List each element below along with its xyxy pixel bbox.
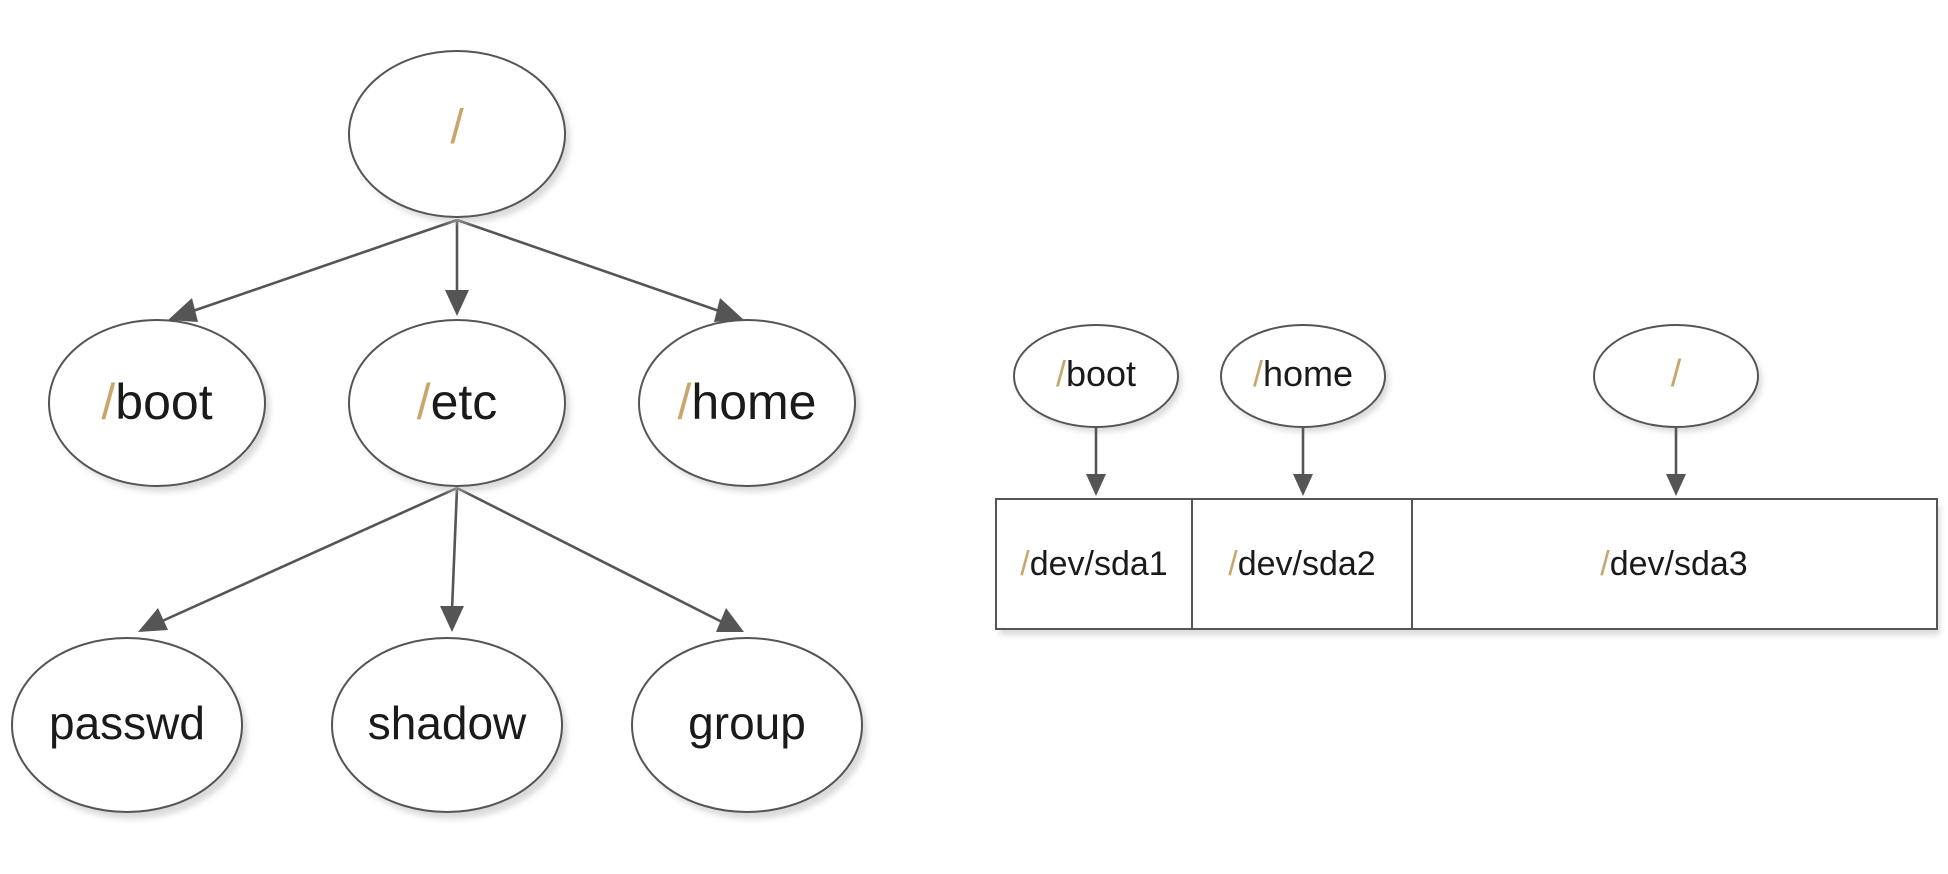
node-name: boot	[115, 374, 212, 430]
node-slash: /	[101, 374, 115, 430]
svg-text:passwd: passwd	[49, 697, 205, 749]
edge-etc-passwd	[159, 486, 458, 624]
node-name: passwd	[49, 697, 205, 749]
tree-node-etc: /etc	[348, 319, 570, 492]
node-slash: /	[1253, 353, 1263, 394]
svg-text:/: /	[1671, 353, 1682, 395]
svg-text:/etc: /etc	[417, 374, 498, 430]
partition-label: dev/sda2	[1238, 545, 1376, 583]
node-name: etc	[431, 374, 498, 430]
svg-text:/dev/sda3: /dev/sda3	[1600, 545, 1747, 583]
edge-etc-group	[456, 486, 723, 624]
partition-bar: /dev/sda1 /dev/sda2 /dev/sda3	[995, 498, 1940, 635]
svg-text:/dev/sda1: /dev/sda1	[1020, 545, 1167, 583]
node-name: group	[688, 697, 806, 749]
edge-root-home	[456, 218, 723, 314]
node-slash: /	[417, 374, 431, 430]
arrowhead	[1666, 474, 1686, 496]
node-name: boot	[1066, 353, 1136, 394]
node-slash: /	[1671, 353, 1682, 395]
mount-diagram: /boot /home /	[995, 324, 1940, 635]
node-slash: /	[678, 374, 692, 430]
svg-text:group: group	[688, 697, 806, 749]
arrowhead	[445, 290, 469, 316]
svg-text:/home: /home	[1253, 353, 1353, 394]
svg-text:shadow: shadow	[368, 697, 527, 749]
node-name: home	[1263, 353, 1353, 394]
partition-sda2	[1191, 498, 1413, 630]
node-slash: /	[1020, 545, 1030, 583]
svg-text:/dev/sda2: /dev/sda2	[1228, 545, 1375, 583]
node-name: home	[691, 374, 816, 430]
tree-node-boot: /boot	[48, 319, 270, 492]
edge-etc-shadow	[450, 487, 459, 611]
svg-text:/home: /home	[678, 374, 817, 430]
tree-node-root: /	[348, 50, 570, 223]
mount-point-home: /home	[1220, 324, 1389, 432]
node-name: shadow	[368, 697, 527, 749]
partition-label: dev/sda3	[1610, 545, 1748, 583]
tree-node-shadow: shadow	[331, 637, 567, 819]
directory-tree: / /boot /etc /home	[11, 50, 867, 819]
svg-text:/boot: /boot	[1056, 353, 1136, 394]
arrowhead	[716, 608, 744, 632]
tree-node-passwd: passwd	[11, 637, 247, 819]
edge-root-boot	[189, 218, 458, 314]
arrowhead	[1293, 474, 1313, 496]
tree-node-group: group	[631, 637, 867, 819]
arrowhead	[714, 298, 744, 322]
node-slash: /	[1056, 353, 1066, 394]
tree-edges	[138, 218, 744, 632]
partition-sda3	[1411, 498, 1938, 630]
partition-label: dev/sda1	[1030, 545, 1168, 583]
partition-sda1	[995, 498, 1193, 630]
arrowhead	[1086, 474, 1106, 496]
arrowhead	[138, 608, 168, 632]
node-slash: /	[450, 101, 464, 154]
svg-text:/: /	[450, 101, 464, 154]
node-slash: /	[1228, 545, 1238, 583]
mount-point-boot: /boot	[1013, 324, 1182, 432]
arrowhead	[168, 298, 198, 322]
arrowhead	[440, 606, 464, 632]
mount-edges	[1086, 428, 1686, 496]
svg-text:/boot: /boot	[101, 374, 212, 430]
mount-point-root: /	[1593, 324, 1762, 432]
tree-node-home: /home	[638, 319, 860, 492]
node-slash: /	[1600, 545, 1610, 583]
